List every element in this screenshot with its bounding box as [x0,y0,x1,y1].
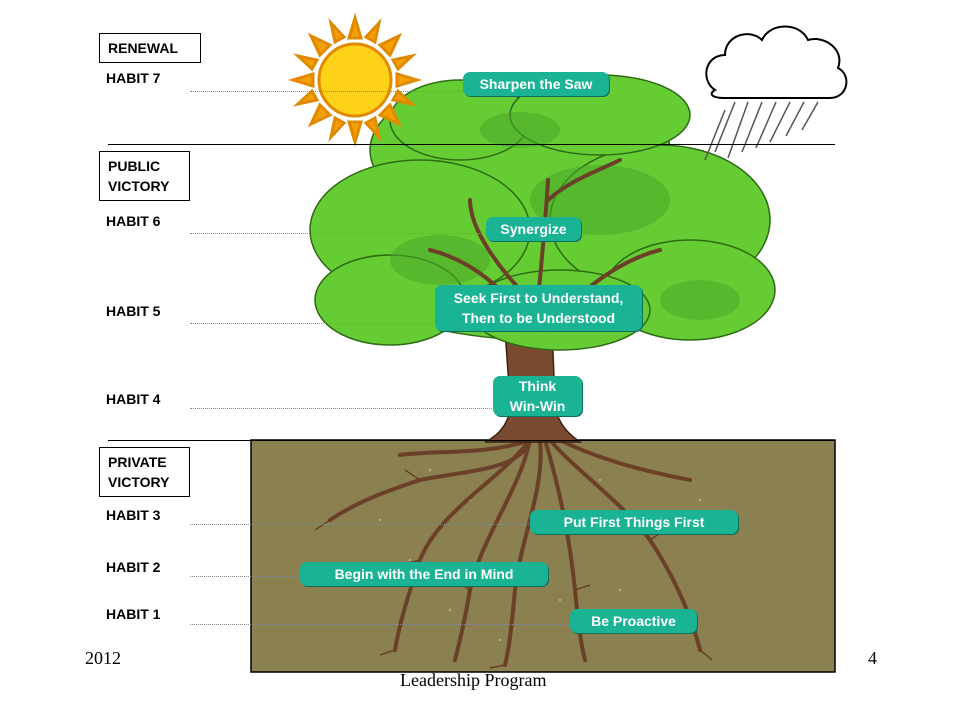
callout-synergize-text: Synergize [500,221,567,237]
callout-begin-with-end: Begin with the End in Mind [300,562,548,586]
guide-line-habit-3 [190,524,535,525]
habit-6-label: HABIT 6 [106,213,161,229]
callout-think-line-1: Think [518,378,557,394]
habit-3-label: HABIT 3 [106,507,161,523]
guide-line-habit-7 [190,91,470,92]
habit-2-label: HABIT 2 [106,559,161,575]
sun-icon [287,12,423,148]
callout-seek-first: Seek First to Understand, Then to be Und… [435,285,642,331]
callout-first-things-text: Put First Things First [563,514,705,530]
divider-public-private [108,440,835,441]
section-renewal: RENEWAL [99,33,201,63]
guide-line-habit-4 [190,408,500,409]
soil-area [250,439,836,673]
guide-line-habit-6 [190,233,490,234]
divider-renewal-public [108,144,835,145]
section-renewal-label: RENEWAL [108,40,178,56]
guide-line-habit-5 [190,323,440,324]
guide-line-habit-1 [190,624,575,625]
footer-page-number: 4 [868,648,877,668]
callout-seek-line-1: Seek First to Understand, [453,290,624,306]
tree-foliage [309,74,776,351]
section-public-line-2: VICTORY [108,178,170,194]
callout-synergize: Synergize [486,217,581,241]
callout-proactive-text: Be Proactive [591,613,676,629]
footer-year: 2012 [85,648,121,668]
callout-be-proactive: Be Proactive [570,609,697,633]
section-private-line-1: PRIVATE [108,454,167,470]
habit-1-label: HABIT 1 [106,606,161,622]
section-private-victory: PRIVATE VICTORY [99,447,190,497]
callout-sharpen-the-saw: Sharpen the Saw [463,72,609,96]
section-public-line-1: PUBLIC [108,158,161,174]
rain-cloud-icon [704,25,848,161]
habit-4-label: HABIT 4 [106,391,161,407]
callout-think-win-win: Think Win-Win [493,376,582,416]
callout-seek-line-2: Then to be Understood [461,310,616,326]
callout-put-first-things-first: Put First Things First [530,510,738,534]
section-public-victory: PUBLIC VICTORY [99,151,190,201]
footer-program: Leadership Program [400,670,547,690]
habit-5-label: HABIT 5 [106,303,161,319]
guide-line-habit-2 [190,576,305,577]
callout-think-line-2: Win-Win [509,398,566,414]
callout-sharpen-text: Sharpen the Saw [479,76,593,92]
callout-begin-text: Begin with the End in Mind [334,566,514,582]
section-private-line-2: VICTORY [108,474,170,490]
habit-7-label: HABIT 7 [106,70,161,86]
